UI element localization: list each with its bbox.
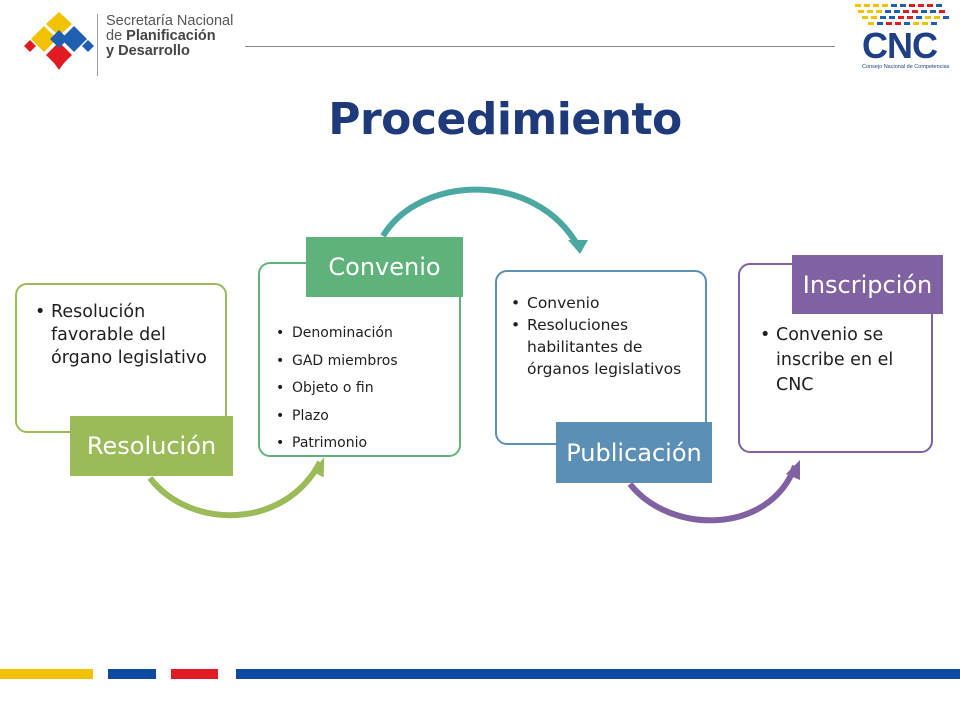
resolucion-list: Resolución favorable del órgano legislat… bbox=[29, 301, 215, 370]
step-label-resolucion: Resolución bbox=[70, 416, 233, 476]
list-item: Resolución favorable del órgano legislat… bbox=[29, 301, 215, 370]
footer-stripe-yellow bbox=[0, 669, 93, 679]
step-box-resolucion: Resolución favorable del órgano legislat… bbox=[15, 283, 227, 433]
senplades-logo-icon bbox=[24, 12, 94, 70]
page-title: Procedimiento bbox=[328, 94, 682, 145]
list-item: GAD miembros bbox=[270, 348, 451, 376]
footer-stripe-red bbox=[171, 669, 218, 679]
arrow-resolucion-to-convenio bbox=[147, 460, 323, 519]
list-item: Patrimonio bbox=[270, 430, 451, 458]
list-item: Plazo bbox=[270, 403, 451, 431]
list-item: Denominación bbox=[270, 320, 451, 348]
publicacion-list: Convenio Resoluciones habilitantes de ór… bbox=[505, 292, 697, 380]
arrow-convenio-to-publicacion bbox=[380, 186, 581, 248]
arrowhead-green-icon bbox=[312, 457, 325, 478]
cnc-name: CNC bbox=[862, 25, 938, 66]
cnc-logo-icon bbox=[855, 4, 949, 25]
org-line-3: y Desarrollo bbox=[106, 43, 190, 59]
step-box-publicacion: Convenio Resoluciones habilitantes de ór… bbox=[495, 270, 707, 445]
senplades-name: Secretaría Nacional de Planificación y D… bbox=[97, 14, 256, 76]
cnc-subtitle: Consejo Nacional de Competencias bbox=[862, 64, 950, 70]
org-line-2-prefix: de bbox=[106, 28, 127, 44]
arrow-publicacion-to-inscripcion bbox=[627, 464, 798, 524]
org-line-1: Secretaría Nacional bbox=[106, 13, 234, 29]
arrowhead-teal-icon bbox=[568, 240, 588, 254]
list-item: Resoluciones habilitantes de órganos leg… bbox=[505, 314, 697, 380]
list-item: Convenio se inscribe en el CNC bbox=[754, 323, 923, 398]
inscripcion-list: Convenio se inscribe en el CNC bbox=[754, 323, 923, 398]
list-item: Objeto o fin bbox=[270, 375, 451, 403]
org-line-2-bold: Planificación bbox=[126, 28, 216, 44]
org-line-2: de Planificación bbox=[106, 29, 256, 44]
footer-stripe-blue-short bbox=[108, 669, 156, 679]
list-item: Convenio bbox=[505, 292, 697, 314]
footer-stripe-blue-long bbox=[236, 669, 960, 679]
header-divider bbox=[245, 46, 835, 47]
convenio-list: Denominación GAD miembros Objeto o fin P… bbox=[270, 320, 451, 458]
step-label-convenio: Convenio bbox=[306, 237, 463, 297]
arrowhead-purple-icon bbox=[786, 460, 800, 480]
step-label-publicacion: Publicación bbox=[556, 422, 712, 483]
step-label-inscripcion: Inscripción bbox=[792, 255, 943, 314]
